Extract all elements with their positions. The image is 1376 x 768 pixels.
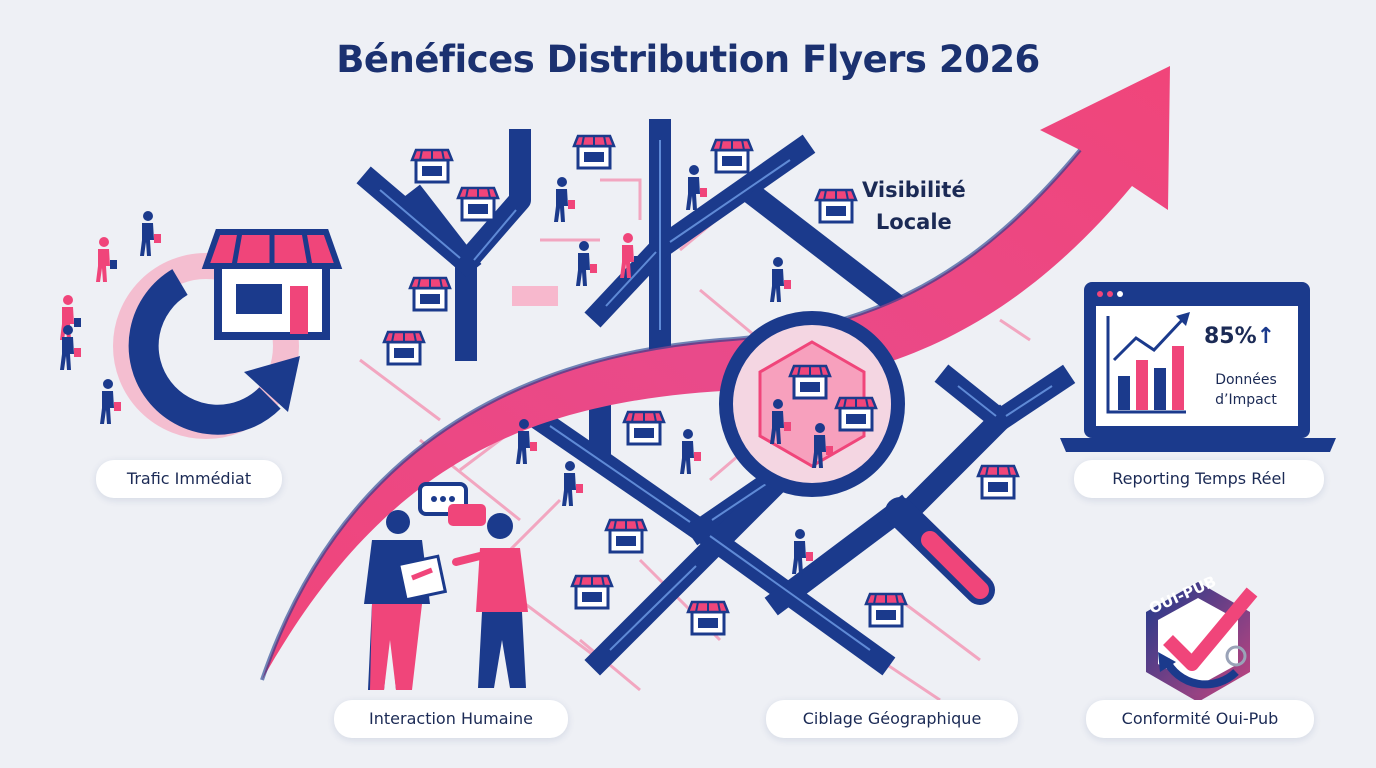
visibilite-label: Visibilité Locale: [862, 178, 966, 234]
laptop-chart-icon: [1060, 282, 1336, 452]
interaction-illustration: [364, 482, 528, 690]
trend-arrow-icon: [262, 66, 1170, 680]
label-interaction: Interaction Humaine: [334, 700, 568, 738]
trafic-illustration: [60, 211, 343, 439]
label-trafic: Trafic Immédiat: [96, 460, 282, 498]
magnifier-icon: [719, 311, 995, 605]
laptop-caption: Données d’Impact: [1215, 372, 1277, 408]
page-title: Bénéfices Distribution Flyers 2026: [336, 38, 1040, 81]
circular-arrow-icon: [244, 356, 300, 412]
laptop-percent: 85%↑: [1204, 324, 1276, 349]
label-conformite: Conformité Oui-Pub: [1086, 700, 1314, 738]
recycle-icon: [1225, 645, 1247, 667]
label-reporting: Reporting Temps Réel: [1074, 460, 1324, 498]
check-badge-icon: OUI-PUB: [1146, 572, 1258, 702]
street-block: [512, 286, 558, 306]
label-ciblage: Ciblage Géographique: [766, 700, 1018, 738]
arrow-up-icon: ↑: [1256, 324, 1276, 349]
